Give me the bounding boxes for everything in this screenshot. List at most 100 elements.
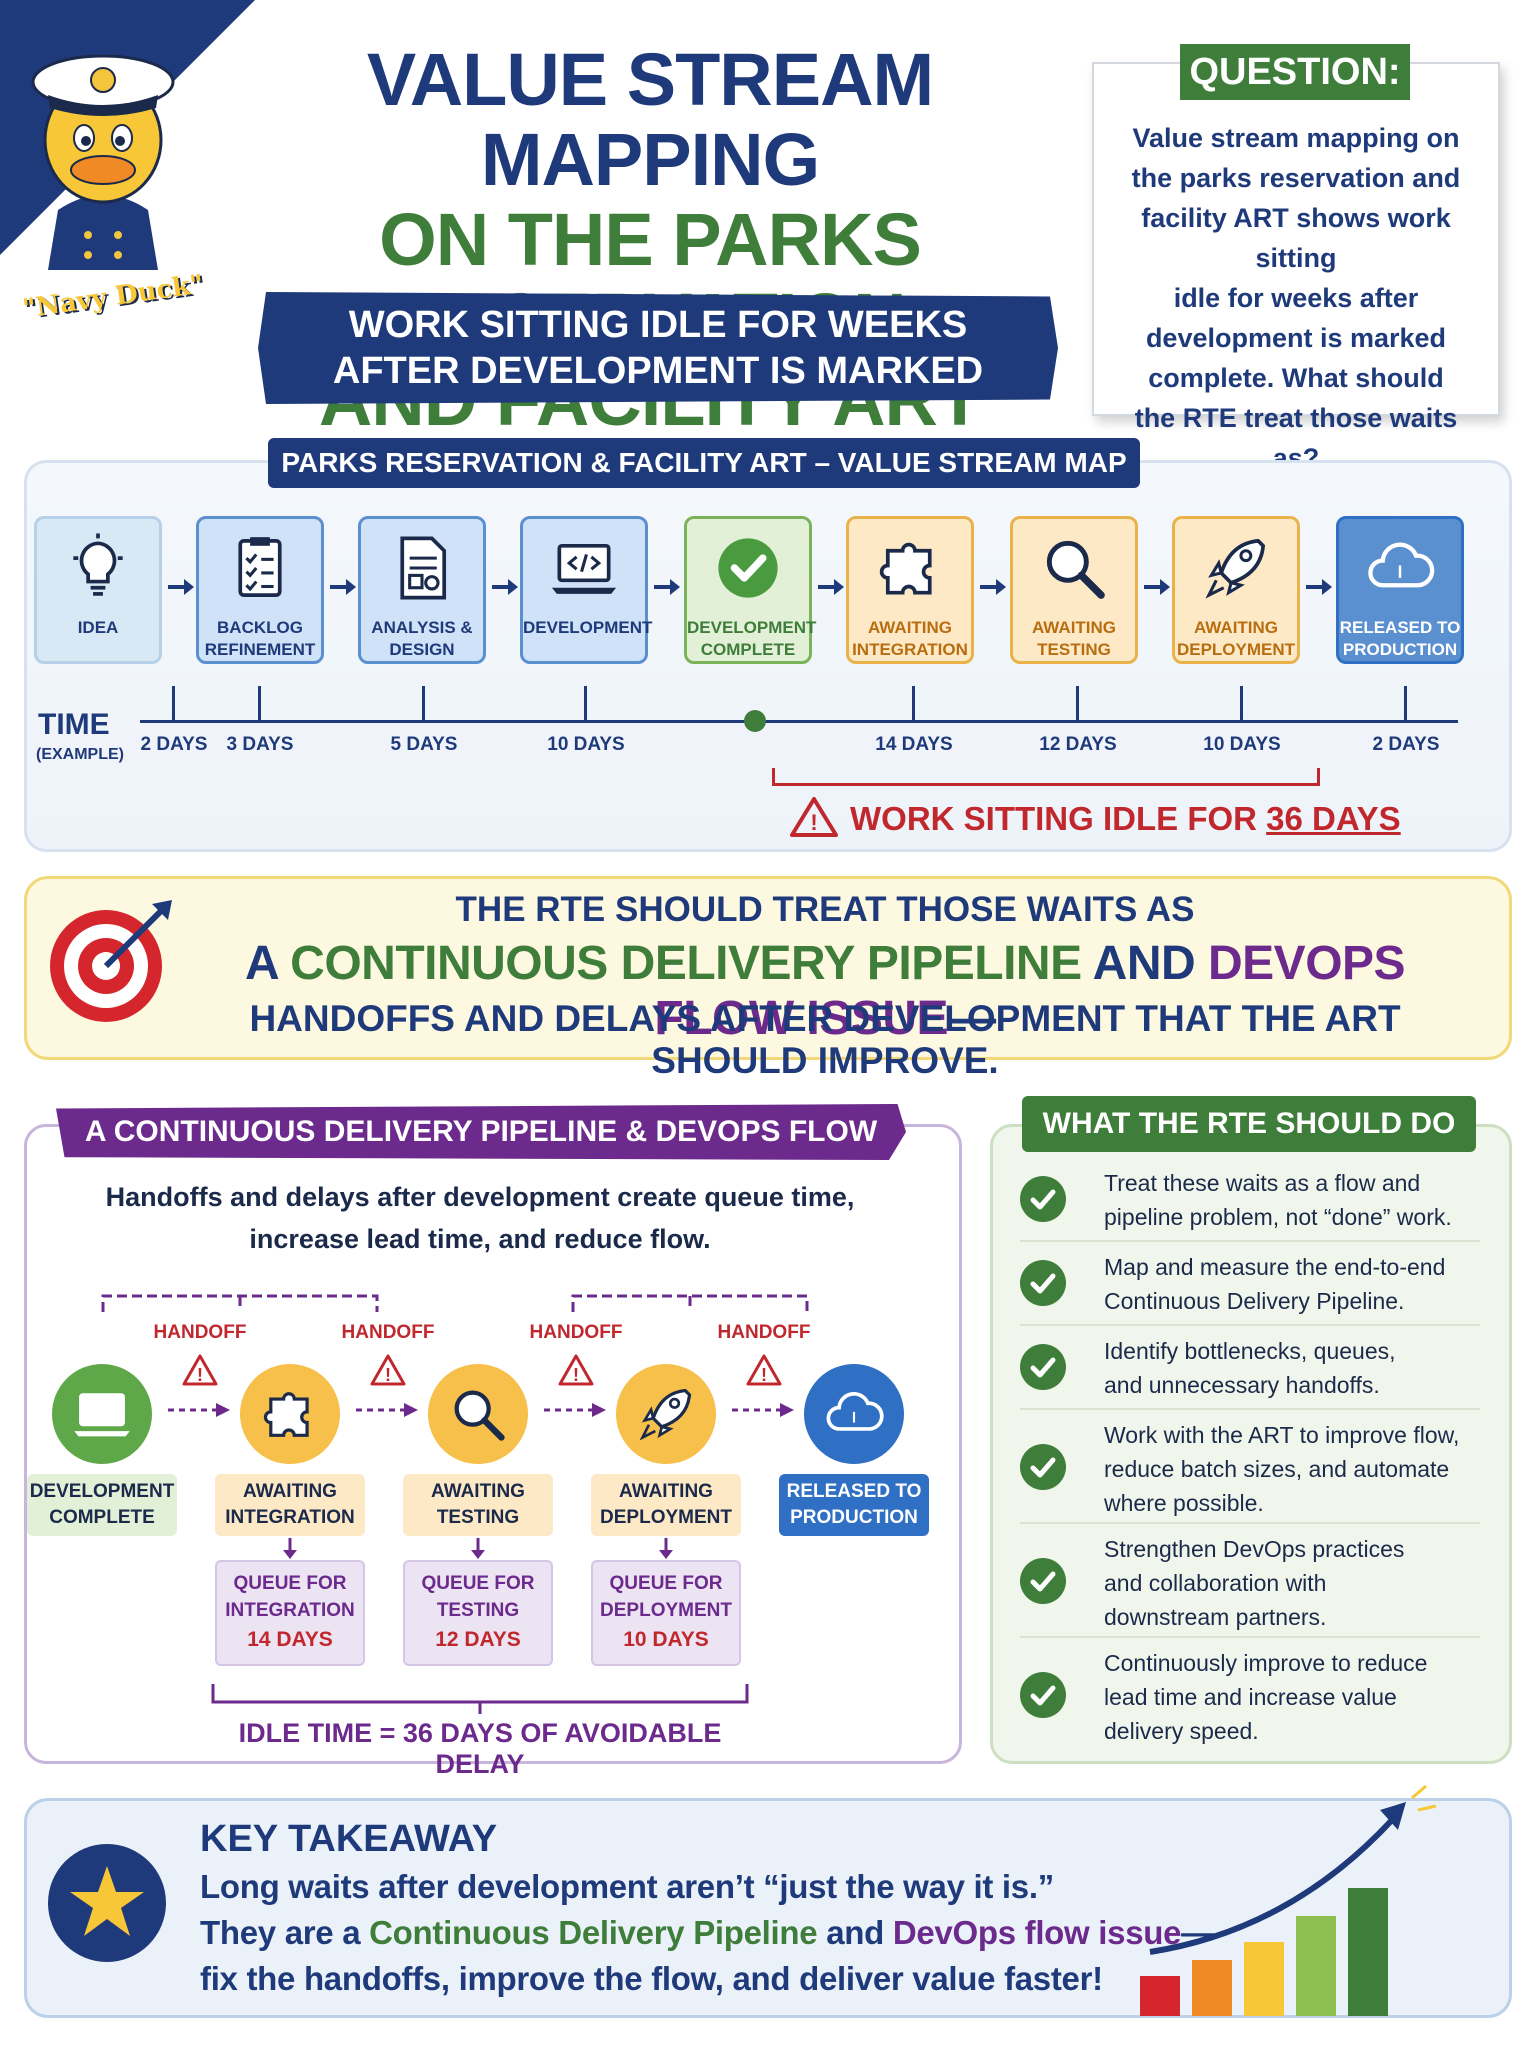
magnifier-icon [1046,540,1105,599]
checklist-icon [238,537,282,597]
flow-arrow [490,575,520,599]
pipeline-node-line1: RELEASED TO [786,1481,922,1502]
rte-action-text: Strengthen DevOps practices and collabor… [1104,1532,1484,1634]
svg-text:!: ! [810,810,817,835]
rte-action-item: Identify bottlenecks, queues, and unnece… [1020,1330,1480,1410]
question-line: idle for weeks after [1173,283,1419,313]
rte-action-item: Treat these waits as a flow and pipeline… [1020,1162,1480,1242]
pipeline-node-line2: DEPLOYMENT [600,1507,732,1528]
lightbulb-icon [73,533,123,596]
vsm-step-label: AWAITING DEPLOYMENT [1175,617,1297,661]
idle-days: 36 DAYS [1266,800,1401,837]
queue-arrow [656,1538,676,1565]
idle-prefix: WORK SITTING IDLE FOR [850,800,1267,837]
check-icon [1020,1344,1066,1390]
handoff-label: HANDOFF [717,1322,811,1343]
vsm-step-label: AWAITING TESTING [1013,617,1135,661]
takeaway-line-3: fix the handoffs, improve the flow, and … [200,1960,1103,1997]
rte-line-2: A CONTINUOUS DELIVERY PIPELINE AND DEVOP… [200,936,1450,1046]
rte-action-line3: downstream partners. [1104,1604,1327,1630]
timeline-tick [584,686,587,722]
handoff-label: HANDOFF [153,1322,247,1343]
queue-box: QUEUE FOR DEPLOYMENT 10 DAYS [591,1560,741,1666]
vsm-step-label-line1: BACKLOG [217,618,303,637]
rte-action-line2: pipeline problem, not “done” work. [1104,1204,1452,1230]
vsm-step: BACKLOG REFINEMENT [196,516,324,664]
vsm-step: AWAITING DEPLOYMENT [1172,516,1300,664]
queue-line1: QUEUE FOR [421,1573,535,1594]
rte-action-line3: delivery speed. [1104,1718,1259,1744]
duration-label: 10 DAYS [547,734,625,755]
pipeline-node-line2: PRODUCTION [790,1507,918,1528]
rte-devops-issue: DEVOPS FLOW ISSUE [654,937,1406,1045]
question-line: complete. What should [1148,363,1444,393]
vsm-step-label: DEVELOPMENT [523,617,652,639]
rte-action-line1: Continuously improve to reduce [1104,1650,1428,1676]
question-label: QUESTION: [1180,44,1410,100]
pipeline-node-line2: COMPLETE [49,1507,155,1528]
queue-line2: TESTING [436,1600,520,1621]
warning-icon: ! [746,1354,782,1386]
flow-arrow [816,575,846,599]
vsm-step-label-line2: COMPLETE [700,640,796,659]
flow-arrow [1142,575,1172,599]
warning-icon: ! [182,1354,218,1386]
vsm-step: ANALYSIS & DESIGN [358,516,486,664]
queue-line1: QUEUE FOR [609,1573,723,1594]
vsm-step: DEVELOPMENT COMPLETE [684,516,816,664]
timeline-axis [140,720,1458,723]
timeline-tick [912,686,915,722]
rte-actions-panel [990,1124,1512,1764]
pipeline-node-line2: INTEGRATION [225,1507,355,1528]
laptop-code-icon [551,543,617,594]
vsm-step-label-line1: AWAITING [1193,618,1279,637]
vsm-step-label-line2: DESIGN [389,640,455,659]
vsm-title: PARKS RESERVATION & FACILITY ART – VALUE… [268,438,1140,488]
pipeline-node-label: AWAITING TESTING [403,1474,553,1536]
question-line: Value stream mapping on [1132,123,1460,153]
pipeline-node-line2: TESTING [436,1507,520,1528]
flow-arrow [652,575,682,599]
vsm-step: IDEA [34,516,162,664]
pipeline-node [240,1364,340,1464]
rte-action-text: Treat these waits as a flow and pipeline… [1104,1166,1484,1234]
takeaway-cd-pipeline: Continuous Delivery Pipeline [369,1914,818,1951]
rte-action-line3: where possible. [1104,1490,1264,1516]
magnifier-icon [454,1390,505,1441]
rte-action-line2: lead time and increase value [1104,1684,1397,1710]
time-sublabel: (EXAMPLE) [36,746,124,763]
vsm-step-label: RELEASED TO PRODUCTION [1339,617,1461,661]
vsm-step-label-line1: AWAITING [867,618,953,637]
vsm-step: AWAITING TESTING [1010,516,1138,664]
handoff-label: HANDOFF [529,1322,623,1343]
vsm-step-label-line2: TESTING [1037,640,1111,659]
vsm-step-label-line2: PRODUCTION [1342,640,1458,659]
rte-action-line2: and collaboration with [1104,1570,1327,1596]
pipeline-node-label: DEVELOPMENT COMPLETE [27,1474,177,1536]
check-circle-icon [718,538,778,598]
takeaway-line-2-b: and [817,1914,893,1951]
target-icon [50,900,172,1022]
check-icon [1020,1672,1066,1718]
vsm-step-label: ANALYSIS & DESIGN [361,617,483,661]
cd-desc-line-1: Handoffs and delays after development cr… [105,1182,855,1212]
puzzle-icon [879,542,932,595]
svg-text:!: ! [197,1365,203,1385]
rte-line-2-a: A [244,937,291,990]
cloud-icon [826,1391,884,1431]
queue-line2: INTEGRATION [225,1600,355,1621]
rte-action-line1: Identify bottlenecks, queues, [1104,1338,1396,1364]
svg-text:!: ! [761,1365,767,1385]
timeline-tick [258,686,261,722]
svg-text:!: ! [573,1365,579,1385]
rte-action-text: Identify bottlenecks, queues, and unnece… [1104,1334,1484,1402]
pipeline-node-line1: AWAITING [431,1481,525,1502]
title-line-1: VALUE STREAM MAPPING [366,38,934,201]
duration-label: 3 DAYS [226,734,294,755]
pipeline-node-line1: AWAITING [243,1481,337,1502]
check-icon [1020,1176,1066,1222]
flow-arrow [978,575,1008,599]
cd-description: Handoffs and delays after development cr… [60,1176,900,1260]
rte-action-item: Continuously improve to reduce lead time… [1020,1642,1480,1760]
dev-complete-marker [744,710,766,732]
